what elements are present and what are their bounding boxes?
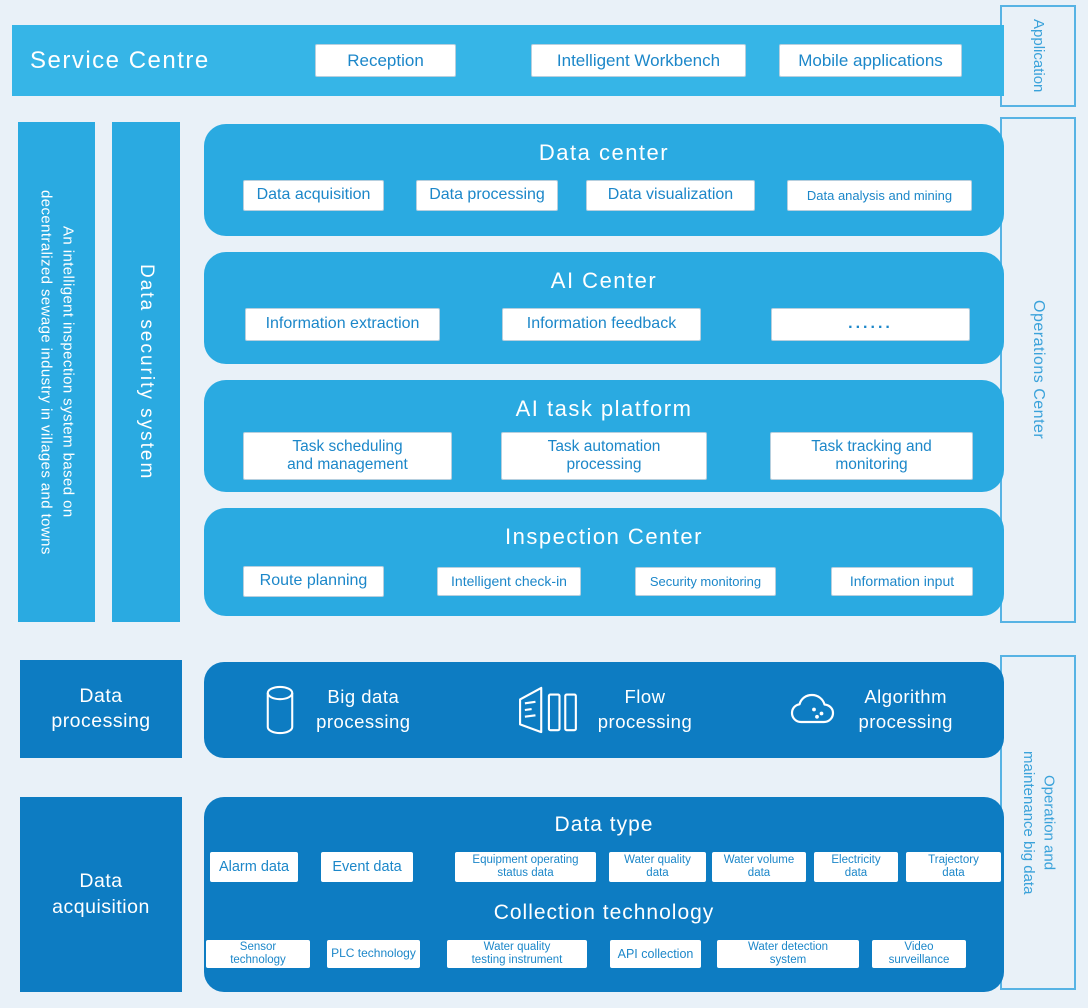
- ai-center-more-button[interactable]: ......: [771, 308, 970, 341]
- electricity-data-button[interactable]: Electricity data: [814, 852, 898, 882]
- data-type-title: Data type: [554, 813, 654, 836]
- task-automation-button[interactable]: Task automation processing: [501, 432, 707, 480]
- om-big-data-side-label: Operation and maintenance big data: [1000, 655, 1076, 990]
- water-quality-data-button[interactable]: Water quality data: [609, 852, 706, 882]
- om-big-data-side-label-text: Operation and maintenance big data: [1020, 750, 1058, 895]
- service-centre-title: Service Centre: [30, 46, 210, 74]
- inspection-center-title: Inspection Center: [505, 524, 703, 549]
- ai-center-title: AI Center: [550, 268, 658, 293]
- equipment-operating-status-button[interactable]: Equipment operating status data: [455, 852, 596, 882]
- route-planning-button[interactable]: Route planning: [243, 566, 384, 597]
- task-tracking-button[interactable]: Task tracking and monitoring: [770, 432, 973, 480]
- mobile-applications-button[interactable]: Mobile applications: [779, 44, 962, 77]
- system-title-text: An intelligent inspection system based o…: [37, 189, 77, 555]
- water-detection-system-button[interactable]: Water detection system: [717, 940, 859, 968]
- application-side-label: Application: [1000, 5, 1076, 107]
- algorithm-processing-label: Algorithm processing: [858, 686, 953, 732]
- plc-technology-button[interactable]: PLC technology: [327, 940, 420, 968]
- data-processing-row: Big data processing Flow processing: [204, 662, 1004, 758]
- information-extraction-button[interactable]: Information extraction: [245, 308, 440, 341]
- cloud-icon: [788, 692, 838, 728]
- data-security-text: Data security system: [136, 263, 157, 481]
- information-feedback-button[interactable]: Information feedback: [502, 308, 701, 341]
- data-center-panel: Data center Data acquisition Data proces…: [204, 124, 1004, 236]
- data-acquisition-box: Data type Alarm data Event data Equipmen…: [204, 797, 1004, 992]
- flow-processing-label: Flow processing: [597, 686, 693, 732]
- operations-center-side-label-text: Operations Center: [1029, 300, 1047, 440]
- data-processing-rail: Data processing: [20, 660, 182, 758]
- ai-center-panel: AI Center Information extraction Informa…: [204, 252, 1004, 364]
- big-data-processing-item: Big data processing: [204, 662, 471, 758]
- data-center-title: Data center: [538, 140, 670, 165]
- inspection-center-panel: Inspection Center Route planning Intelli…: [204, 508, 1004, 616]
- service-centre-bar: Service Centre Reception Intelligent Wor…: [12, 25, 1004, 96]
- alarm-data-button[interactable]: Alarm data: [210, 852, 298, 882]
- water-volume-data-button[interactable]: Water volume data: [712, 852, 806, 882]
- data-analysis-mining-button[interactable]: Data analysis and mining: [787, 180, 972, 211]
- data-acquisition-rail: Data acquisition: [20, 797, 182, 992]
- collection-technology-title: Collection technology: [493, 901, 715, 924]
- data-acquisition-button[interactable]: Data acquisition: [243, 180, 384, 211]
- video-surveillance-button[interactable]: Video surveillance: [872, 940, 966, 968]
- big-data-processing-label: Big data processing: [316, 686, 411, 732]
- information-input-button[interactable]: Information input: [831, 567, 973, 596]
- flow-processing-item: Flow processing: [471, 662, 738, 758]
- reception-button[interactable]: Reception: [315, 44, 456, 77]
- flow-icon: [516, 685, 578, 735]
- trajectory-data-button[interactable]: Trajectory data: [906, 852, 1001, 882]
- api-collection-button[interactable]: API collection: [610, 940, 701, 968]
- data-visualization-button[interactable]: Data visualization: [586, 180, 755, 211]
- data-processing-button[interactable]: Data processing: [416, 180, 558, 211]
- task-scheduling-button[interactable]: Task scheduling and management: [243, 432, 452, 480]
- water-quality-testing-button[interactable]: Water quality testing instrument: [447, 940, 587, 968]
- sensor-technology-button[interactable]: Sensor technology: [206, 940, 310, 968]
- application-side-label-text: Application: [1030, 19, 1048, 93]
- operations-center-side-label: Operations Center: [1000, 117, 1076, 623]
- intelligent-workbench-button[interactable]: Intelligent Workbench: [531, 44, 746, 77]
- ai-task-platform-panel: AI task platform Task scheduling and man…: [204, 380, 1004, 492]
- security-monitoring-button[interactable]: Security monitoring: [635, 567, 776, 596]
- intelligent-check-in-button[interactable]: Intelligent check-in: [437, 567, 581, 596]
- event-data-button[interactable]: Event data: [321, 852, 413, 882]
- algorithm-processing-item: Algorithm processing: [737, 662, 1004, 758]
- data-security-rail: Data security system: [112, 122, 180, 622]
- system-title-rail: An intelligent inspection system based o…: [18, 122, 95, 622]
- ai-task-platform-title: AI task platform: [515, 396, 693, 421]
- database-icon: [264, 683, 296, 737]
